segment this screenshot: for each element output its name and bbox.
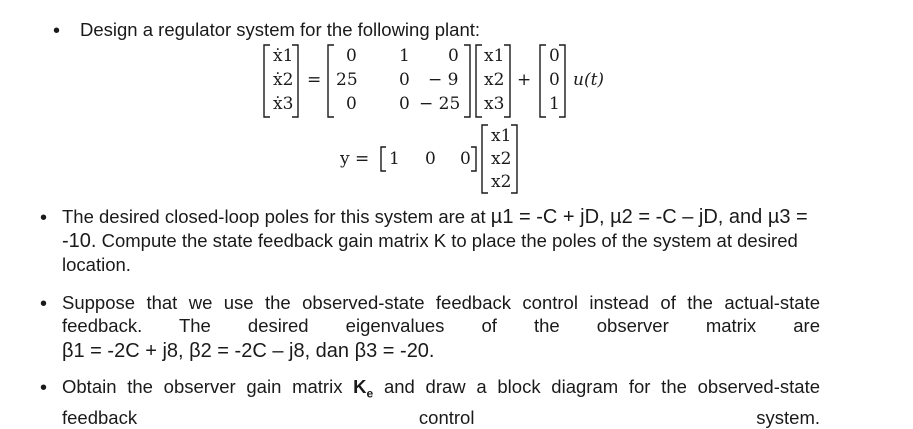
a-33: − 25 <box>419 94 461 114</box>
vector-x-right-bracket <box>504 44 511 118</box>
b-1: 0 <box>549 46 560 66</box>
bullet-dot: • <box>40 377 48 399</box>
gain-instruction: and draw a block diagram for the observe… <box>62 376 820 428</box>
bullet-text-closed-loop-poles: The desired closed-loop poles for this s… <box>62 205 832 276</box>
poles-values: µ1 = -C + jD, µ2 = -C – jD, and µ3 = -10… <box>62 206 808 252</box>
lhs-right-bracket <box>292 44 299 118</box>
b-3: 1 <box>549 94 560 114</box>
output-lhs: y = <box>340 149 370 169</box>
matrix-a-left-bracket <box>327 44 334 118</box>
row-c-left-bracket <box>380 146 386 172</box>
output-x-left-bracket <box>481 124 488 194</box>
bullet-dot: • <box>40 293 48 315</box>
bullet-dot: • <box>53 20 61 42</box>
poles-instruction: Compute the state feedback gain matrix K… <box>62 230 798 275</box>
row-c-right-bracket <box>471 146 477 172</box>
bullet-dot: • <box>40 207 48 229</box>
a-22: 0 <box>399 70 410 90</box>
gain-intro: Obtain the observer gain matrix <box>62 376 354 397</box>
output-x-right-bracket <box>511 124 518 194</box>
vector-b-left-bracket <box>539 44 546 118</box>
lhs-x3dot: ẋ3 <box>273 94 294 114</box>
bullet-text-design: Design a regulator system for the follow… <box>80 19 481 40</box>
a-32: 0 <box>399 94 410 114</box>
equals-sign: = <box>307 70 322 90</box>
x-3: x3 <box>484 94 505 114</box>
x-2: x2 <box>484 70 505 90</box>
plus-sign: + <box>517 70 532 90</box>
observer-eigenvalues: β1 = -2C + j8, β2 = -2C – j8, dan β3 = -… <box>62 340 435 362</box>
input-u: u(t) <box>573 70 605 90</box>
poles-intro: The desired closed-loop poles for this s… <box>62 206 491 227</box>
c-1: 1 <box>389 149 400 169</box>
b-2: 0 <box>549 70 560 90</box>
lhs-left-bracket <box>263 44 270 118</box>
out-x-2: x2 <box>491 149 512 169</box>
out-x-3: x2 <box>491 172 512 192</box>
bullet-text-observer: Suppose that we use the observed-state f… <box>62 292 820 336</box>
c-2: 0 <box>425 149 436 169</box>
x-1: x1 <box>484 46 505 66</box>
lhs-x1dot: ẋ1 <box>273 46 294 66</box>
a-12: 1 <box>399 46 410 66</box>
a-11: 0 <box>346 46 357 66</box>
gain-symbol-k: K <box>353 376 367 397</box>
lhs-x2dot: ẋ2 <box>273 70 294 90</box>
vector-b-right-bracket <box>559 44 566 118</box>
a-23: − 9 <box>428 70 459 90</box>
a-13: 0 <box>448 46 459 66</box>
out-x-1: x1 <box>491 126 512 146</box>
gain-subscript-e: e <box>366 386 374 401</box>
c-3: 0 <box>460 149 471 169</box>
a-31: 0 <box>346 94 357 114</box>
vector-x-left-bracket <box>475 44 482 118</box>
bullet-text-observer-gain: Obtain the observer gain matrix Ke and d… <box>62 375 820 429</box>
matrix-a-right-bracket <box>464 44 471 118</box>
a-21: 25 <box>336 70 358 90</box>
